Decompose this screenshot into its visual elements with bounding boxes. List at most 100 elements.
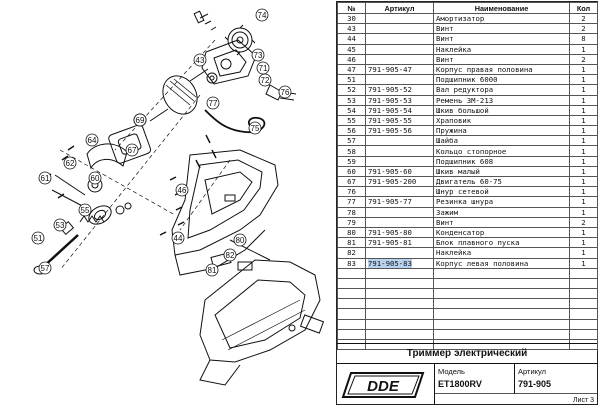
empty-cell [365,328,434,341]
empty-cell [365,277,434,290]
cell-qty: 2 [569,53,598,65]
empty-cell [337,298,366,310]
cell-name: Шайба [433,135,570,147]
cell-name: Ремень 3М-213 [433,94,570,106]
cell-name: Блок плавного пуска [433,237,570,249]
cell-article: 791-905-55 [365,114,434,127]
cell-article [365,74,434,86]
cell-qty: 1 [569,206,598,218]
cell-article: 791-905-54 [365,104,434,116]
empty-cell [433,318,570,330]
cell-name: Подшипник 608 [433,155,570,167]
svg-text:55: 55 [81,206,90,215]
article-cell: Артикул 791-905 [515,364,597,394]
cell-num: 76 [337,186,366,198]
empty-row [337,277,598,290]
cell-qty: 1 [569,125,598,137]
cell-num: 82 [337,247,366,259]
cell-num: 53 [337,94,366,106]
cell-num: 77 [337,196,366,208]
cell-article [365,186,434,198]
cell-name: Винт [433,216,570,228]
cell-article: 791-905-52 [365,84,434,96]
dde-logo: DDE [341,372,425,398]
title-block: Триммер электрический DDE Модель ET1800R… [337,343,597,405]
empty-cell [337,318,366,330]
cell-num: 58 [337,145,366,157]
svg-text:60: 60 [91,174,100,183]
cell-name: Винт [433,33,570,45]
header-num: № [337,2,366,14]
cell-num: 54 [337,104,366,116]
svg-text:77: 77 [209,99,218,108]
housing-left-half [199,259,321,386]
cell-num: 44 [337,33,366,45]
svg-text:53: 53 [56,221,65,230]
empty-cell [569,277,598,290]
cell-article [365,216,434,228]
cell-qty: 2 [569,12,598,25]
cell-num: 46 [337,53,366,65]
svg-text:64: 64 [88,136,97,145]
header-qty: Кол [569,2,598,14]
cell-article [365,135,434,147]
cell-num: 43 [337,23,366,35]
cell-article: 791-905-60 [365,165,434,178]
empty-cell [337,288,366,300]
svg-text:74: 74 [258,11,267,20]
cell-name: Двигатель 60-75 [433,175,570,188]
cell-article [365,155,434,167]
cell-name: Шнур сетевой [433,186,570,198]
cell-article [365,247,434,259]
ratchet-part [224,24,256,56]
cell-num: 78 [337,206,366,218]
model-value: ET1800RV [438,379,482,389]
cell-name: Зажим [433,206,570,218]
cell-num: 55 [337,114,366,127]
empty-cell [569,288,598,300]
empty-cell [365,267,434,279]
cell-article [365,33,434,45]
svg-text:73: 73 [254,51,263,60]
empty-cell [433,267,570,279]
empty-cell [569,267,598,279]
cell-article [365,12,434,25]
cell-num: 47 [337,63,366,76]
table-header-row: № Артикул Наименование Кол [337,2,598,14]
empty-cell [365,308,434,320]
cell-qty: 1 [569,237,598,249]
cell-qty: 1 [569,247,598,259]
svg-text:80: 80 [236,236,245,245]
cell-qty: 1 [569,226,598,239]
cell-name: Корпус правая половина [433,63,570,76]
empty-cell [365,298,434,310]
